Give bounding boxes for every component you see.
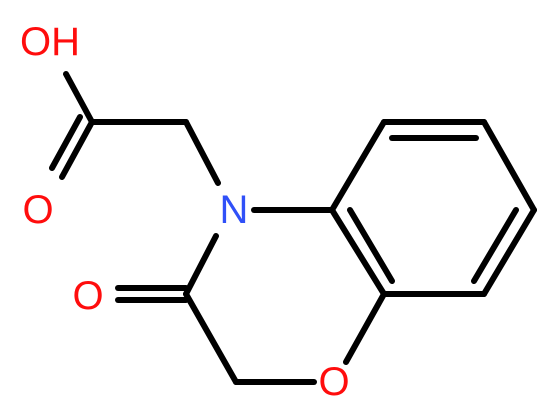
bond-acid-co-double-a — [59, 119, 95, 180]
ring-bond-4 — [481, 119, 537, 213]
atom-lactam-o-label: O — [72, 274, 103, 318]
ring-bond-1-inner — [347, 207, 395, 284]
ring-bond-5-inner — [471, 207, 519, 284]
atom-n-label: N — [220, 188, 249, 232]
atom-acid-o-label: O — [22, 188, 53, 232]
bond-acid-co-double-b — [49, 114, 83, 171]
ring-bond-1 — [329, 207, 387, 297]
ring-bond-2 — [329, 119, 387, 213]
atom-ring-o-label: O — [318, 360, 349, 404]
bond-o-car — [343, 291, 387, 365]
bond-group — [49, 71, 537, 385]
bond-ch2-n — [183, 119, 221, 186]
ring-bond-5 — [481, 207, 537, 297]
atom-oh-label: OH — [20, 20, 80, 64]
bond-n-carbonyl — [183, 233, 219, 297]
bond-carbonyl-ch2 — [183, 291, 239, 385]
atom-label-group: OH O N O O — [20, 20, 350, 404]
bond-oh-c — [63, 71, 95, 125]
